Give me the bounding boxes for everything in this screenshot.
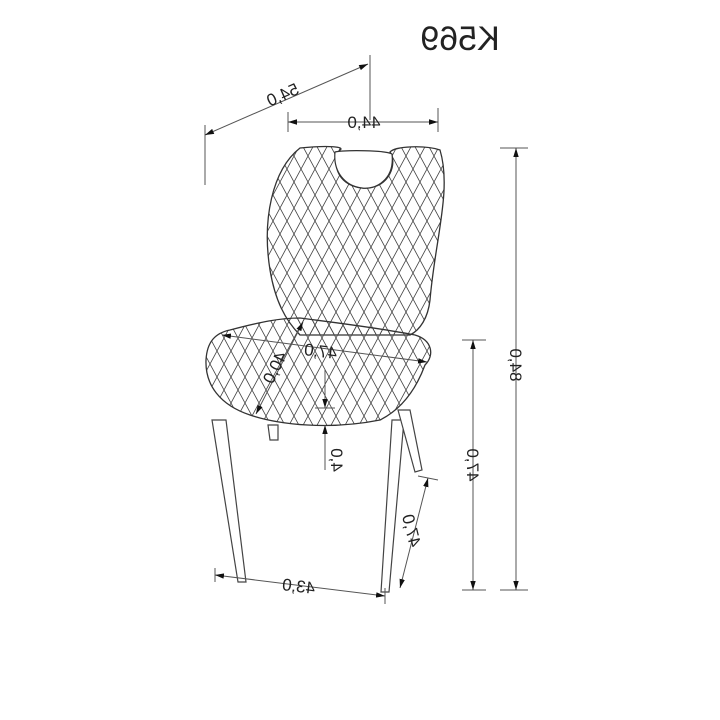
leg-front-left	[211, 419, 247, 583]
label-seat-height: 47,0	[463, 448, 482, 481]
leg-back-right	[397, 409, 423, 473]
label-back-width: 44,0	[347, 113, 380, 132]
label-height-total: 84,0	[506, 348, 525, 381]
label-seat-width: 47,0	[303, 340, 338, 363]
label-seat-thickness: 4,0	[327, 448, 346, 472]
leg-back-left	[267, 424, 279, 441]
chair-backrest	[266, 145, 445, 336]
chair-seat	[205, 317, 432, 427]
dimension-lines	[204, 55, 528, 604]
model-title: K569	[420, 20, 499, 58]
handle-hole	[334, 150, 393, 189]
label-leg-width: 43,0	[281, 575, 316, 598]
label-depth-total: 54,0	[264, 80, 302, 111]
chair-legs	[211, 409, 423, 593]
label-leg-depth: 47,0	[398, 512, 424, 549]
leg-front-right	[380, 419, 405, 593]
